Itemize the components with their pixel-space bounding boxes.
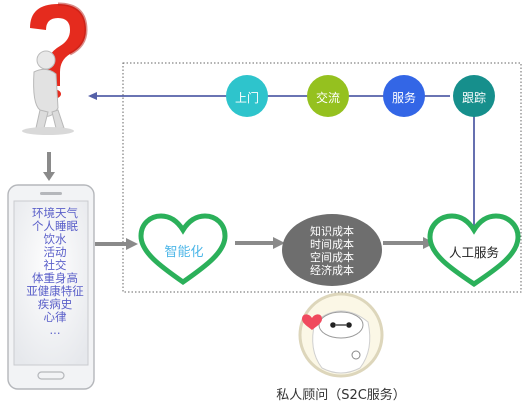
cost-ellipse bbox=[282, 214, 382, 286]
node-service-label: 服务 bbox=[391, 91, 416, 105]
cost-knowledge: 知识成本 bbox=[310, 225, 354, 238]
node-visit bbox=[226, 75, 268, 117]
node-communicate bbox=[307, 75, 349, 117]
phone-item-sleep: 个人睡眠 bbox=[32, 219, 78, 233]
phone-item-history: 疾病史 bbox=[37, 297, 73, 311]
phone bbox=[7, 184, 95, 390]
heart-human-service-label: 人工服务 bbox=[448, 245, 499, 260]
cost-economic: 经济成本 bbox=[310, 264, 354, 277]
phone-item-more: ... bbox=[49, 323, 61, 337]
heart-intelligent-label: 智能化 bbox=[164, 245, 204, 260]
heart-human-service bbox=[427, 213, 521, 288]
phone-item-weather: 环境天气 bbox=[32, 206, 78, 220]
process-frame bbox=[122, 62, 522, 293]
cost-space: 空间成本 bbox=[310, 251, 354, 264]
advisor-caption: 私人顾问（S2C服务） bbox=[276, 388, 406, 403]
heart-intelligent bbox=[138, 213, 228, 286]
question-figure bbox=[22, 2, 88, 135]
node-communicate-label: 交流 bbox=[315, 91, 340, 105]
phone-item-subhealth: 亚健康特征 bbox=[26, 284, 84, 298]
phone-item-social: 社交 bbox=[43, 258, 67, 272]
node-service bbox=[383, 75, 425, 117]
phone-item-water: 饮水 bbox=[43, 232, 67, 246]
node-visit-label: 上门 bbox=[234, 91, 259, 105]
advisor-avatar bbox=[298, 292, 384, 378]
phone-item-activity: 活动 bbox=[43, 245, 67, 259]
phone-item-body: 体重身高 bbox=[32, 271, 78, 285]
phone-item-heart-rate: 心律 bbox=[43, 310, 67, 324]
node-track-label: 跟踪 bbox=[461, 91, 486, 105]
cost-time: 时间成本 bbox=[310, 238, 354, 251]
node-track bbox=[453, 75, 495, 117]
